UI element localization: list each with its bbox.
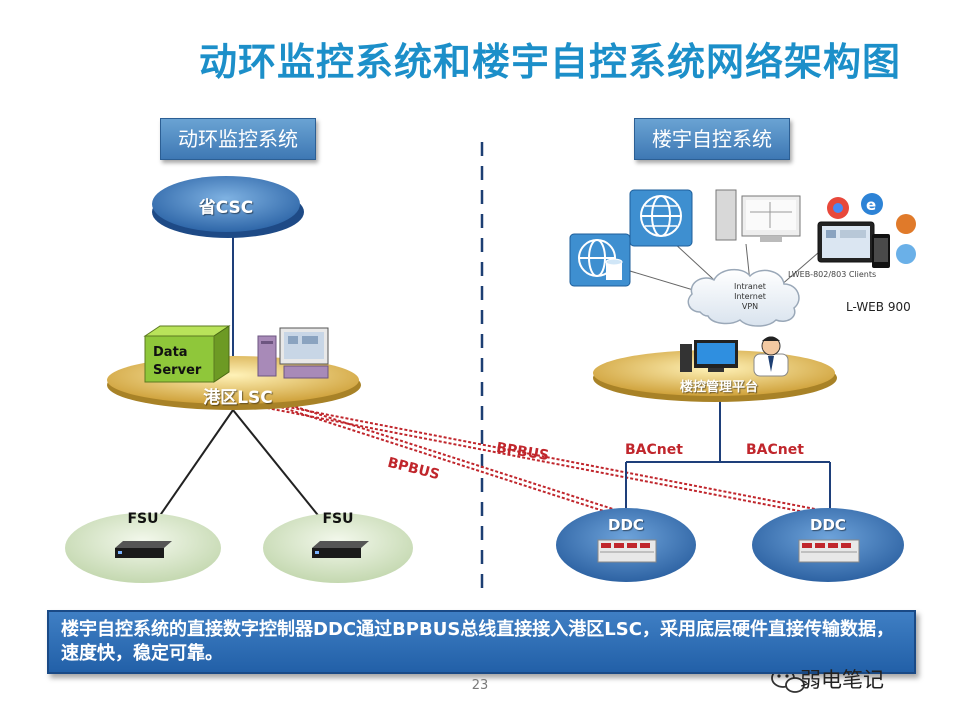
web-clients-group: e xyxy=(566,168,934,332)
person-icon xyxy=(753,336,789,377)
database-icon xyxy=(605,258,623,280)
watermark: 弱电笔记 xyxy=(800,668,884,692)
cloud-label-line: VPN xyxy=(741,302,759,311)
platform-label: 楼控管理平台 xyxy=(679,380,758,395)
globe-icon xyxy=(629,189,693,247)
ddc-label-1: DDC xyxy=(608,516,644,534)
globe-icon xyxy=(569,233,631,287)
fsu-device-icon xyxy=(312,541,369,558)
section-label-right: 楼宇自控系统 xyxy=(634,118,790,160)
cloud-label-line: Internet xyxy=(734,292,766,301)
ddc-label-2: DDC xyxy=(810,516,846,534)
monitor-icon xyxy=(715,189,801,242)
fsu-label-1: FSU xyxy=(127,511,159,527)
page-title: 动环监控系统和楼宇自控系统网络架构图 xyxy=(198,40,901,84)
fsu-label-2: FSU xyxy=(322,511,354,527)
caption-box: 楼宇自控系统的直接数字控制器DDC通过BPBUS总线直接接入港区LSC，采用底层… xyxy=(47,610,916,674)
fsu-node-1 xyxy=(65,513,221,583)
monitor-icon xyxy=(680,340,738,372)
monitor-icon xyxy=(257,327,329,379)
fsu-device-icon xyxy=(115,541,172,558)
data-server-label: Data Server xyxy=(153,345,202,378)
ddc-controller-icon xyxy=(597,539,657,563)
bacnet-label-1: BACnet xyxy=(625,442,683,458)
bpbus-link-1 xyxy=(261,395,617,516)
bacnet-label-2: BACnet xyxy=(746,442,804,458)
lweb-clients-label: LWEB-802/803 Clients xyxy=(788,270,877,279)
cloud-label-line: Intranet xyxy=(734,282,766,291)
ddc-node-1 xyxy=(556,508,696,582)
section-label-left: 动环监控系统 xyxy=(160,118,316,160)
page-number: 23 xyxy=(471,678,489,693)
browser-icon: e xyxy=(827,193,916,264)
ddc-controller-icon xyxy=(798,539,860,563)
svg-text:e: e xyxy=(866,196,876,214)
fsu-node-2 xyxy=(263,513,413,583)
phone-icon xyxy=(872,234,890,268)
cloud-icon xyxy=(687,268,800,327)
csc-label: 省CSC xyxy=(198,198,254,218)
server-icon xyxy=(143,325,231,383)
cloud-label: Intranet Internet VPN xyxy=(730,282,770,312)
ddc-node-2 xyxy=(752,508,904,582)
lsc-label: 港区LSC xyxy=(203,388,273,408)
lweb-label: L-WEB 900 xyxy=(846,300,911,314)
csc-node xyxy=(152,176,304,238)
caption-text: 楼宇自控系统的直接数字控制器DDC通过BPBUS总线直接接入港区LSC，采用底层… xyxy=(61,619,894,664)
tablet-icon xyxy=(817,221,875,263)
